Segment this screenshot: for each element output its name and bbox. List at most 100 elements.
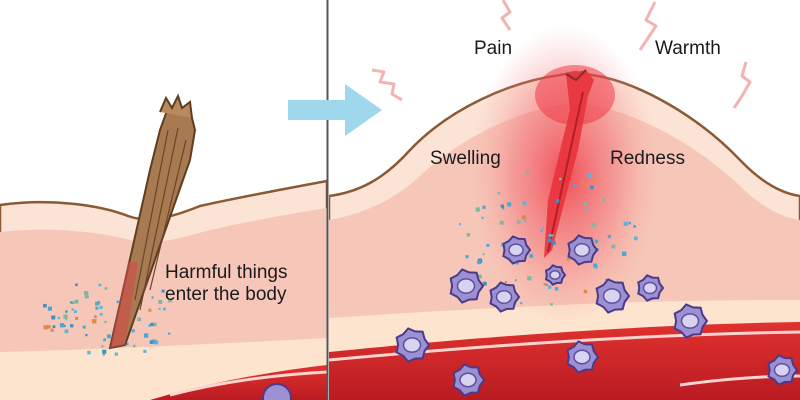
- bacteria-dot-icon: [516, 220, 521, 224]
- bacteria-dot-icon: [537, 195, 540, 198]
- bacteria-dot-icon: [63, 314, 68, 319]
- white-blood-cell-icon: [673, 303, 709, 339]
- wound-channel: [544, 69, 594, 258]
- harmful-things-line-2: enter the body: [165, 283, 287, 305]
- white-blood-cell-icon: [566, 340, 600, 374]
- bacteria-dot-icon: [520, 302, 523, 305]
- left-vessel-wall: [169, 370, 327, 397]
- white-blood-cell-icon: [567, 234, 599, 266]
- bacteria-dot-icon: [499, 220, 504, 225]
- bacteria-dot-icon: [592, 177, 596, 181]
- bacteria-dot-icon: [101, 345, 104, 348]
- bacteria-dot-icon: [580, 181, 584, 185]
- bacteria-dot-icon: [478, 274, 482, 279]
- bacteria-dot-icon: [541, 226, 545, 230]
- white-blood-cell-icon: [502, 235, 532, 265]
- bacteria-dot-icon: [150, 322, 154, 326]
- white-blood-cells: [395, 234, 799, 397]
- bacteria-dot-icon: [516, 262, 519, 265]
- bacteria-dot-icon: [143, 349, 147, 353]
- bacteria-dot-icon: [84, 291, 89, 296]
- bacteria-dot-icon: [592, 222, 597, 228]
- bacteria-dot-icon: [161, 289, 165, 293]
- bacteria-dot-icon: [168, 332, 171, 335]
- bacteria-dot-icon: [482, 253, 485, 256]
- bacteria-dot-icon: [87, 350, 91, 355]
- white-blood-cell-icon: [395, 327, 431, 363]
- right-vessel-wall: [329, 330, 800, 362]
- bacteria-dot-icon: [590, 185, 594, 189]
- bacteria-dot-icon: [585, 208, 588, 212]
- bacteria-dot-icon: [71, 308, 74, 311]
- bacteria-dot-icon: [47, 306, 52, 311]
- bacteria-dot-icon: [475, 207, 480, 212]
- bacteria-dot-icon: [482, 205, 486, 209]
- bacteria-dot-icon: [500, 204, 504, 208]
- bacteria-dot-icon: [158, 299, 163, 304]
- bacteria-dot-icon: [548, 285, 552, 289]
- bacteria-dot-icon: [525, 171, 529, 175]
- bacteria-dot-icon: [99, 312, 103, 316]
- bacteria-dot-icon: [594, 239, 599, 244]
- bacteria-dot-icon: [583, 289, 588, 294]
- bacteria-dot-icon: [572, 184, 577, 188]
- bacteria-dot-icon: [527, 276, 532, 281]
- bacteria-dot-icon: [607, 235, 611, 239]
- bacteria-dot-icon: [47, 325, 51, 329]
- bacteria-dot-icon: [521, 215, 527, 220]
- right-blood-vessel: [329, 322, 800, 400]
- arrow-right-icon: [288, 84, 382, 136]
- bacteria-dot-icon: [152, 322, 157, 327]
- bacteria-dot-icon: [584, 183, 589, 187]
- bacteria-dot-icon: [545, 283, 548, 286]
- bacteria-dot-icon: [95, 301, 99, 306]
- bacteria-dot-icon: [84, 294, 89, 299]
- bacteria-dot-icon: [566, 258, 570, 261]
- bacteria-dot-icon: [151, 339, 156, 344]
- bacteria-dot-icon: [59, 323, 65, 328]
- bacteria-dot-icon: [633, 225, 636, 228]
- bacteria-dot-icon: [104, 287, 108, 290]
- bacteria-dot-icon: [143, 333, 149, 338]
- bacteria-dot-icon: [593, 263, 598, 268]
- bacteria-dot-icon: [540, 229, 543, 232]
- bacteria-dot-icon: [486, 243, 490, 247]
- bacteria-dot-icon: [114, 352, 118, 356]
- bacteria-dot-icon: [104, 320, 107, 323]
- white-blood-cell-icon: [262, 383, 292, 400]
- bacteria-dot-icon: [634, 236, 638, 241]
- bacteria-dot-icon: [132, 344, 136, 348]
- bacteria-dot-icon: [507, 202, 512, 207]
- bacteria-dot-icon: [551, 234, 554, 237]
- bacteria-dot-icon: [502, 207, 505, 210]
- warmth-label: Warmth: [655, 38, 721, 59]
- bacteria-dot-icon: [107, 334, 111, 339]
- bacteria-dot-icon: [74, 310, 77, 314]
- bacteria-dot-icon: [65, 310, 68, 313]
- bacteria-dot-icon: [63, 324, 66, 328]
- bacteria-dot-icon: [75, 316, 79, 320]
- bacteria-dot-icon: [602, 198, 605, 202]
- bacteria-dot-icon: [555, 199, 560, 203]
- bacteria-dot-icon: [529, 254, 534, 258]
- bacteria-dot-icon: [99, 305, 103, 309]
- bacteria-dot-icon: [137, 317, 141, 322]
- bacteria-dot-icon: [57, 316, 60, 320]
- bacteria-dot-icon: [559, 177, 562, 181]
- bacteria-dot-icon: [466, 233, 471, 237]
- bacteria-dot-icon: [459, 223, 462, 226]
- pain-label: Pain: [474, 38, 513, 59]
- bacteria-dot-icon: [482, 281, 487, 286]
- white-blood-cell-icon: [637, 274, 665, 302]
- right-panel: [329, 25, 800, 400]
- bacteria-dot-icon: [522, 201, 527, 206]
- bacteria-dot-icon: [103, 338, 106, 342]
- bacteria-dot-icon: [547, 238, 552, 243]
- bacteria-dot-icon: [551, 240, 556, 245]
- bacteria-dot-icon: [514, 279, 517, 282]
- bacteria-dot-icon: [149, 340, 154, 344]
- bacteria-dot-icon: [125, 342, 129, 346]
- bacteria-dot-icon: [75, 283, 78, 287]
